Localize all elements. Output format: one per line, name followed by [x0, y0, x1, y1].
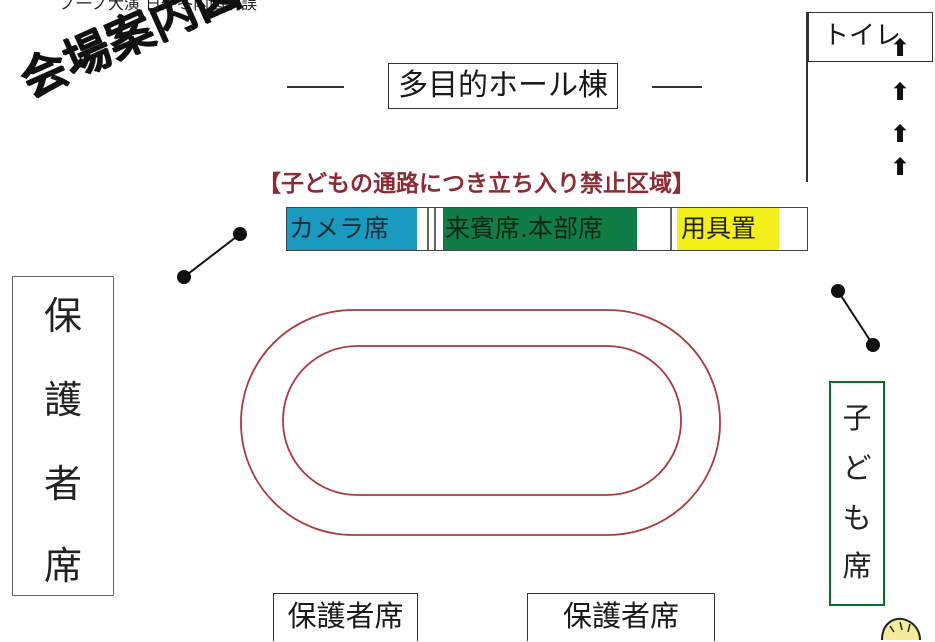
running-track-icon	[240, 309, 721, 536]
child-seating: 子 ど も 席	[829, 381, 885, 606]
hall-right-dash	[652, 86, 702, 88]
no-entry-warning: 【子どもの通路につき立ち入り禁止区域】	[258, 171, 695, 197]
toilet-label: トイレ	[808, 12, 933, 62]
seat-divider	[670, 208, 672, 250]
hall-left-dash	[287, 86, 344, 88]
seat-char: 席	[842, 549, 872, 583]
arrow-up-icon: ⬆	[890, 78, 911, 106]
seat-char: 者	[43, 462, 82, 506]
seat-char: 護	[43, 378, 82, 422]
arrow-up-icon: ⬆	[890, 120, 911, 148]
guest-hq-seat: 来賓席.本部席	[443, 208, 637, 250]
seat-divider	[427, 208, 429, 250]
seat-divider	[434, 208, 436, 250]
seat-char: 席	[43, 544, 82, 588]
seat-char: ど	[842, 451, 872, 485]
top-clipped-text: ノ一ノ大演 日外冬内図明誤	[60, 0, 258, 13]
line-segment-icon	[831, 284, 880, 352]
equipment-storage: 用具置	[677, 208, 779, 250]
parent-seating-bottom: 保護者席	[527, 593, 715, 641]
parent-seating-left: 保 護 者 席	[12, 276, 114, 596]
front-seat-bar: カメラ席 来賓席.本部席 用具置	[286, 207, 808, 251]
arrow-up-icon: ⬆	[890, 34, 911, 62]
toilet-wall	[806, 12, 808, 182]
arrow-up-icon: ⬆	[890, 153, 911, 181]
parent-seating-bottom: 保護者席	[273, 593, 418, 641]
clipped-illustration-icon	[881, 617, 921, 641]
camera-seat: カメラ席	[287, 208, 417, 250]
seat-char: 保	[43, 294, 82, 338]
seat-char: 子	[842, 401, 872, 435]
hall-label: 多目的ホール棟	[388, 63, 618, 109]
seat-char: も	[842, 501, 872, 535]
line-segment-icon	[177, 227, 247, 284]
